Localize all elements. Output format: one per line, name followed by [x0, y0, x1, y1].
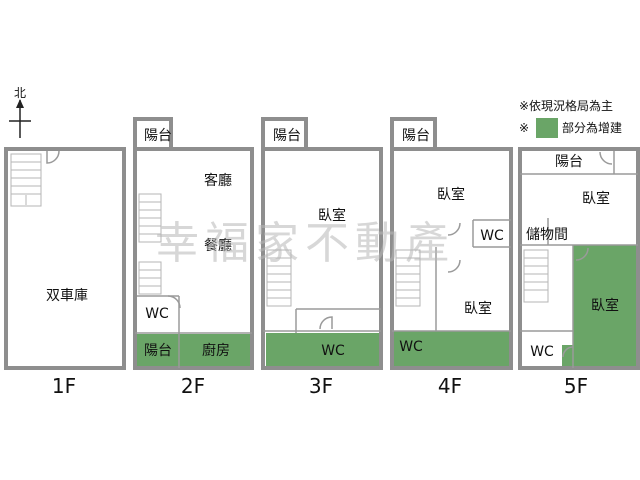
room-storage: 儲物間 [526, 227, 568, 243]
room-bedroom-5f-front: 臥室 [582, 190, 610, 207]
floor-3f: 陽台 臥室 WC 3F [261, 117, 383, 398]
room-bedroom-4f-rear: 臥室 [464, 300, 492, 317]
floor-2f: 陽台 客廳 餐廳 WC 陽台 廚房 2F [133, 117, 254, 398]
floor-label-5f: 5F [564, 374, 588, 398]
floor-4f: 陽台 臥室 WC 臥室 WC 4F [390, 117, 513, 398]
floor-label-1f: 1F [52, 374, 76, 398]
room-bedroom-3f: 臥室 [318, 207, 346, 224]
room-double-garage: 双車庫 [46, 287, 88, 304]
room-balcony-3f: 陽台 [273, 128, 301, 144]
room-wc-2f: WC [145, 306, 169, 322]
legend-note-layout: ※依現況格局為主 [519, 98, 613, 113]
room-dining-room: 餐廳 [204, 237, 232, 254]
room-wc-4f-lower: WC [399, 339, 423, 355]
north-arrow: 北 [9, 86, 31, 138]
floor-label-3f: 3F [309, 374, 333, 398]
room-balcony-5f: 陽台 [555, 154, 583, 170]
room-bedroom-4f-front: 臥室 [437, 186, 465, 203]
room-wc-5f: WC [530, 344, 554, 360]
floor-5f: 陽台 臥室 儲物間 臥室 WC 5F [518, 147, 640, 398]
room-wc-4f-upper: WC [480, 228, 504, 244]
room-kitchen: 廚房 [202, 342, 230, 359]
room-bedroom-5f-rear: 臥室 [591, 297, 619, 314]
legend-note-prefix: ※ [519, 121, 529, 135]
room-balcony-2f-rear: 陽台 [144, 343, 172, 359]
legend-note-extension: 部分為增建 [562, 120, 622, 135]
room-balcony-2f-front: 陽台 [144, 128, 172, 144]
floor-1f: 双車庫 1F [4, 147, 126, 398]
legend: ※依現況格局為主 ※ 部分為增建 [519, 98, 622, 138]
floor-label-4f: 4F [438, 374, 462, 398]
room-wc-3f: WC [321, 343, 345, 359]
room-living-room: 客廳 [204, 172, 232, 189]
north-label: 北 [14, 86, 26, 100]
room-balcony-4f: 陽台 [402, 128, 430, 144]
legend-green-swatch [536, 118, 558, 138]
floor-label-2f: 2F [181, 374, 205, 398]
watermark: 幸福家不動產 [155, 218, 455, 269]
